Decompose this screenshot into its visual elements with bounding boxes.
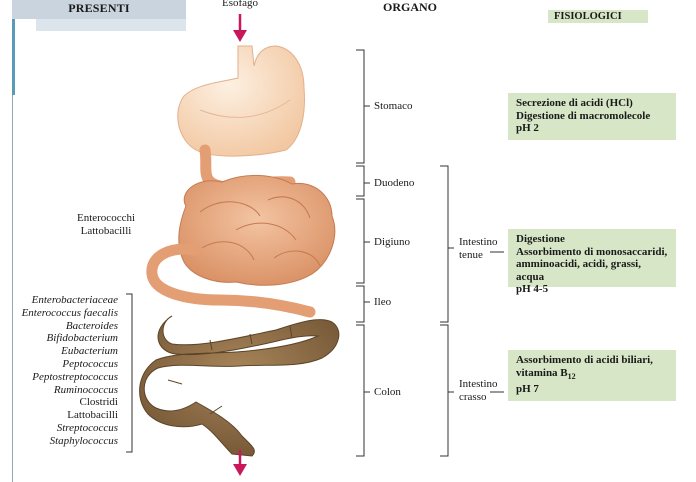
bacteria-item: Eubacterium [61,345,118,358]
coil-detail-3 [201,241,255,261]
colon-haustra-4 [167,379,183,385]
arrow-out-head [233,464,247,476]
bacteria-item: Clostridi [79,396,118,409]
function-line: Assorbimento di monosaccaridi, [516,245,668,258]
bracket-crasso [440,324,454,457]
section-crasso-line2: crasso [459,391,487,403]
bracket-digiuno [356,198,370,284]
function-line: Assorbimento di acidi biliari, [516,354,653,366]
vitamin-subscript: 12 [567,371,576,381]
bacteria-item: Enterococcus faecalis [21,306,118,319]
header-fisiologici: FISIOLOGICI [548,10,648,23]
bracket-duodeno [356,165,370,197]
function-line-vitamin: vitamina B12 [516,367,668,384]
organ-digiuno: Digiuno [374,236,411,248]
stomach-fold [199,99,291,118]
colon-haustra-2 [249,333,253,345]
organ-colon: Colon [374,386,401,398]
coil-detail-5 [273,250,321,267]
coil-detail-1 [199,201,261,217]
header-strip [36,19,186,31]
label-esofago: Esofago [222,0,259,9]
function-line: pH 4-5 [516,283,549,295]
function-box-crasso: Assorbimento di acidi biliari, vitamina … [508,350,676,401]
function-box-tenue: Digestione Assorbimento di monosaccaridi… [508,229,676,295]
bacteria-item: Peptococcus [62,357,118,370]
arrow-in-head [233,30,247,42]
bacteria-item: Ruminococcus [53,383,118,396]
header-presenti: PRESENTI [12,0,186,19]
section-intestino-tenue: Intestino tenue [459,236,498,262]
section-tenue-line2: tenue [459,249,483,261]
function-line: amminoacidi, acidi, grassi, acqua [516,258,641,283]
colon-haustra-1 [209,339,213,351]
bacteria-item: Staphylococcus [49,434,118,447]
small-intestine-shape [178,174,336,286]
section-tenue-line1: Intestino [459,236,498,248]
stomach-shape [177,45,305,157]
left-rule [12,19,13,482]
bacteria-upper-item: Enterococchi [76,212,136,224]
bracket-tenue [440,165,454,323]
function-line: Secrezione di acidi (HCl) [516,97,633,109]
colon-shape [139,315,340,457]
bacteria-item: Peptostreptococcus [32,370,118,383]
left-rule-accent [12,19,15,95]
bacteria-lower-list: Enterobacteriaceae Enterococcus faecalis… [22,294,118,448]
bacteria-item: Streptococcus [56,421,118,434]
function-line: pH 2 [516,122,539,134]
coil-detail-4 [267,196,311,219]
bracket-ileo [356,285,370,323]
function-box-stomaco: Secrezione di acidi (HCl) Digestione di … [508,93,676,140]
organ-stomaco: Stomaco [374,100,413,112]
function-line: pH 7 [516,383,539,396]
organ-duodeno: Duodeno [374,177,415,189]
colon-haustra-5 [209,405,223,415]
bacteria-upper-group: Enterococchi Lattobacilli [56,212,156,238]
bacteria-item: Bifidobacterium [46,332,119,345]
bacteria-item: Lattobacilli [67,409,118,422]
section-crasso-line1: Intestino [459,378,498,390]
bracket-bacteria-lower [126,293,133,453]
coil-detail-2 [235,222,297,241]
function-line: Digestione di macromolecole [516,109,651,122]
section-intestino-crasso: Intestino crasso [459,378,498,404]
header-organo: ORGANO [383,0,437,14]
small-intestine-loop [146,243,316,318]
organ-ileo: Ileo [374,296,392,308]
bacteria-upper-item: Lattobacilli [80,225,132,237]
bacteria-item: Bacteroides [65,319,118,332]
vitamin-label: vitamina B [516,366,568,379]
bracket-stomaco [356,49,370,164]
bracket-colon [356,324,370,457]
function-line: Digestione [516,233,565,245]
colon-haustra-3 [289,325,293,339]
bacteria-item: Enterobacteriaceae [31,294,118,306]
